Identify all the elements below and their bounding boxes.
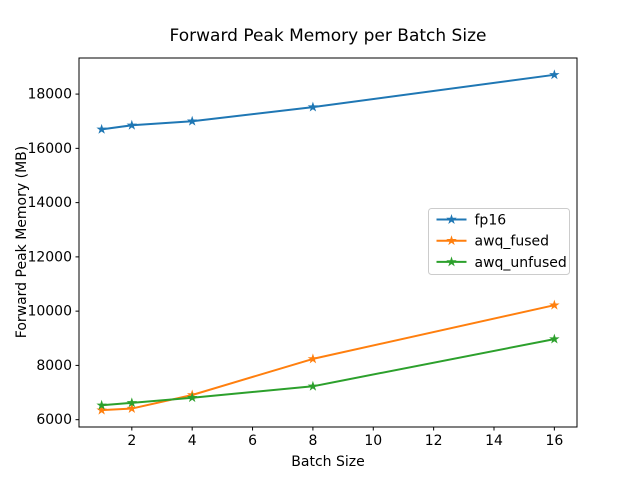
y-tick-label: 16000 <box>27 141 72 157</box>
legend-star-marker-awq_unfused <box>446 256 457 267</box>
legend-label-awq_fused: awq_fused <box>475 234 550 250</box>
x-tick-label: 8 <box>308 433 317 449</box>
legend-label-awq_unfused: awq_unfused <box>475 255 567 271</box>
data-point-fp16-batch-1 <box>96 123 107 134</box>
y-axis-label: Forward Peak Memory (MB) <box>14 145 30 339</box>
x-axis-label: Batch Size <box>291 454 365 470</box>
x-tick-label: 16 <box>545 433 563 449</box>
x-tick-label: 14 <box>485 433 503 449</box>
data-point-awq_unfused-batch-1 <box>96 399 107 410</box>
x-tick-label: 2 <box>127 433 136 449</box>
data-point-awq_fused-batch-16 <box>549 299 560 310</box>
data-point-awq_unfused-batch-8 <box>307 380 319 391</box>
legend-star-marker-awq_fused <box>446 235 457 246</box>
y-tick-label: 14000 <box>27 195 72 211</box>
data-point-awq_unfused-batch-4 <box>186 392 198 403</box>
x-tick-label: 10 <box>364 433 382 449</box>
y-tick-label: 12000 <box>27 249 72 265</box>
y-tick-label: 6000 <box>36 412 72 428</box>
data-point-fp16-batch-16 <box>549 69 560 80</box>
x-tick-label: 6 <box>248 433 257 449</box>
data-point-fp16-batch-8 <box>307 101 319 112</box>
data-point-awq_fused-batch-1 <box>96 404 107 415</box>
y-tick-label: 8000 <box>36 358 72 374</box>
data-point-awq_unfused-batch-2 <box>126 397 138 408</box>
data-point-fp16-batch-4 <box>186 115 198 126</box>
y-tick-label: 18000 <box>27 87 72 103</box>
data-point-awq_fused-batch-2 <box>126 403 138 413</box>
legend-label-fp16: fp16 <box>475 213 507 229</box>
data-point-awq_fused-batch-8 <box>307 353 319 364</box>
chart-title: Forward Peak Memory per Batch Size <box>169 26 487 46</box>
data-point-awq_unfused-batch-16 <box>549 333 560 344</box>
legend-star-marker-fp16 <box>446 214 457 224</box>
data-point-fp16-batch-2 <box>126 119 138 130</box>
y-tick-label: 10000 <box>27 304 72 320</box>
x-tick-label: 4 <box>188 433 197 449</box>
x-tick-label: 12 <box>425 433 443 449</box>
legend-box <box>428 208 570 275</box>
